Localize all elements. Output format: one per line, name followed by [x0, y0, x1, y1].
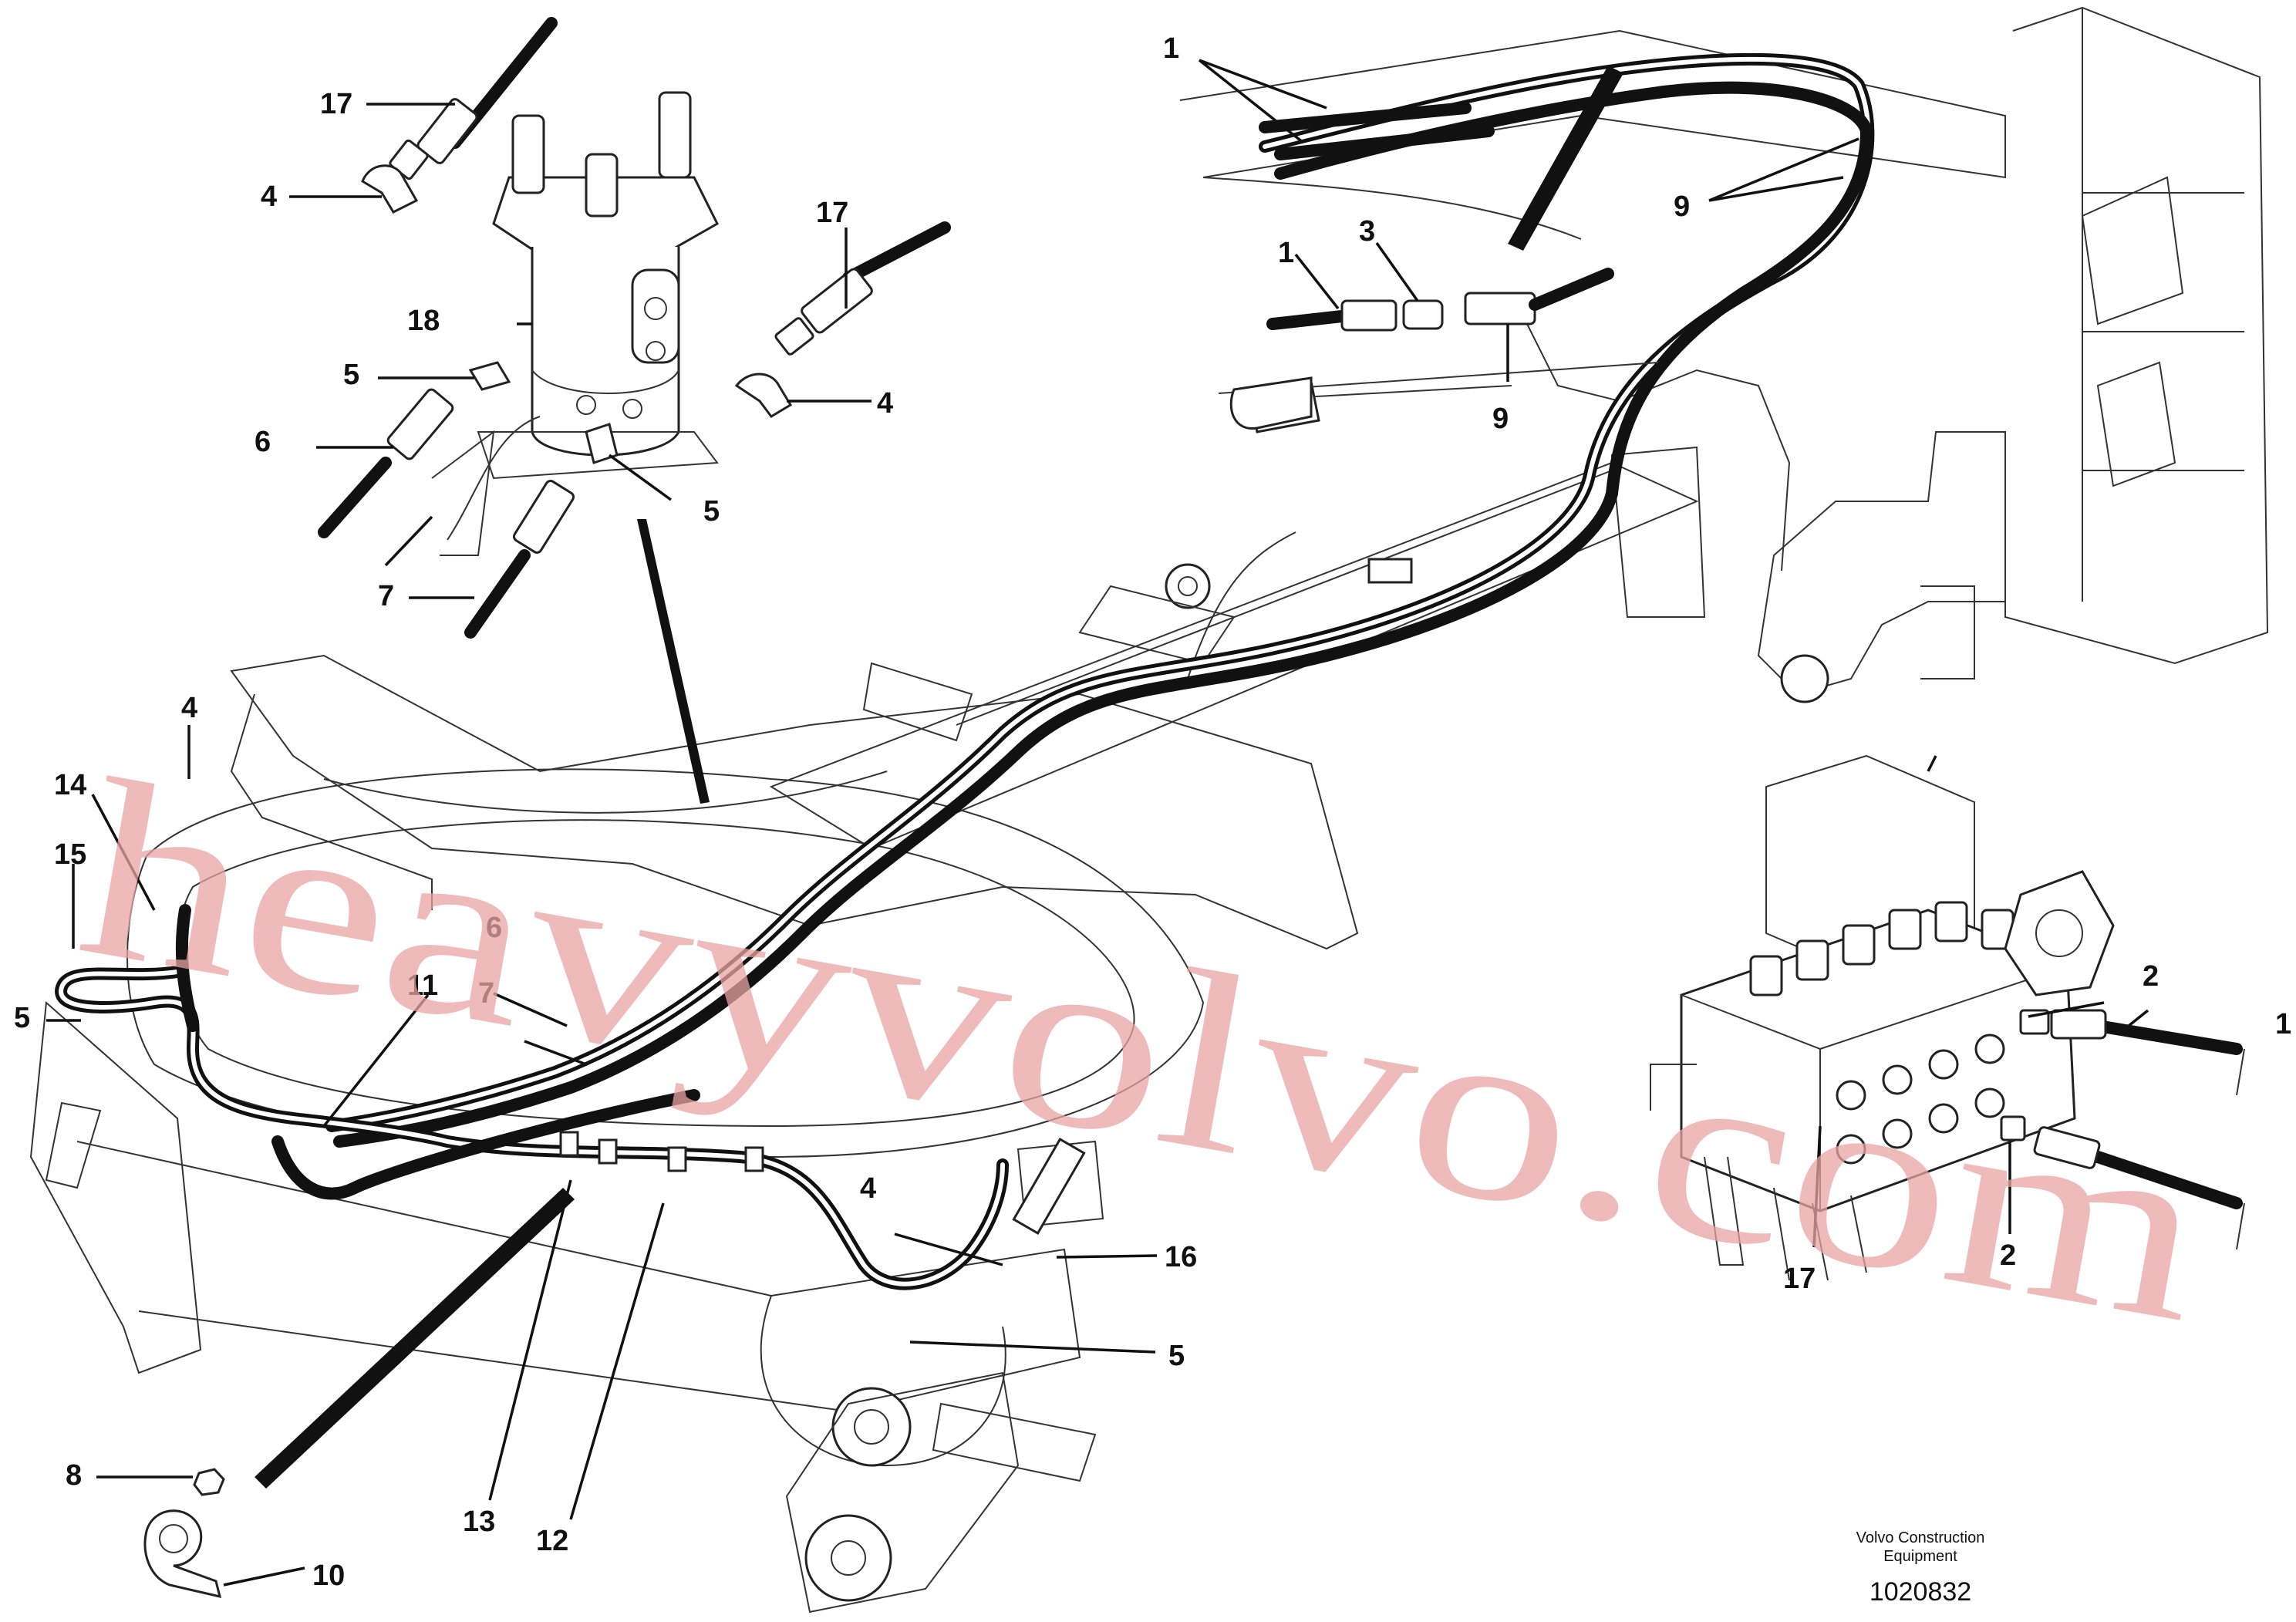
- callout-18: 18: [407, 305, 440, 337]
- loose-small-parts: [143, 1468, 225, 1599]
- callout-15: 15: [54, 838, 86, 871]
- swivel-assembly: [431, 91, 719, 556]
- pointer-wedges: [255, 66, 1623, 1489]
- callout-7-left: 7: [378, 580, 394, 612]
- hose-clamps: [559, 1131, 764, 1172]
- callout-4-swivel: 4: [877, 387, 893, 420]
- valve-spools: [1749, 901, 2014, 1165]
- callout-7-mid: 7: [478, 977, 494, 1010]
- company-name-line2: Equipment: [1883, 1548, 1957, 1565]
- callout-10: 10: [312, 1560, 345, 1592]
- callout-9-a: 9: [1674, 191, 1690, 223]
- company-name-line1: Volvo Construction: [1856, 1529, 1985, 1546]
- callout-17-top-left: 17: [320, 88, 352, 120]
- hydraulic-hoses: [55, 52, 1875, 1290]
- watermark: heavyvolvo.com: [63, 726, 2224, 1375]
- drawing-footer: Volvo Construction Equipment 1020832: [1856, 1529, 1985, 1607]
- callout-16: 16: [1165, 1241, 1197, 1273]
- callout-4-bottom: 4: [860, 1172, 876, 1205]
- callout-2-a: 2: [2143, 960, 2159, 993]
- callout-11: 11: [407, 969, 438, 1002]
- callout-9-b: 9: [1492, 403, 1509, 435]
- callout-3: 3: [1359, 215, 1375, 248]
- control-valve: [1650, 754, 2245, 1281]
- chassis-frame: [29, 654, 1359, 1614]
- callout-1-right: 1: [2275, 1008, 2291, 1040]
- callout-1-top: 1: [1163, 32, 1179, 65]
- callout-5-bottom: 5: [1168, 1340, 1185, 1372]
- callout-4-top-left: 4: [261, 180, 277, 213]
- exploded-fittings-top: [1218, 268, 1659, 430]
- drawing-number: 1020832: [1870, 1577, 1971, 1607]
- leader-lines: [46, 59, 2149, 1587]
- swivel-fittings: [318, 17, 951, 639]
- callout-2-b: 2: [2000, 1239, 2016, 1272]
- callout-17-swivel: 17: [816, 197, 848, 229]
- boom-arm: [769, 446, 1706, 850]
- callout-17-valve: 17: [1783, 1263, 1816, 1295]
- callout-8: 8: [66, 1459, 82, 1492]
- callout-12: 12: [536, 1525, 568, 1557]
- callout-labels: 1 1 1 2 2 3 4 4 4 4 5 5 5 5 6 6 7 7 8 9 …: [14, 32, 2291, 1592]
- callout-14: 14: [54, 769, 86, 801]
- callout-4-left: 4: [181, 692, 197, 724]
- callout-5-swivel-b: 5: [703, 495, 720, 528]
- mounting-tower: [1179, 6, 2269, 703]
- callout-6-mid: 6: [486, 912, 502, 944]
- callout-5-swivel-a: 5: [343, 359, 359, 391]
- callout-6-left: 6: [255, 426, 271, 458]
- callout-1-mid: 1: [1278, 237, 1294, 269]
- callout-5-left: 5: [14, 1002, 30, 1034]
- callout-13: 13: [463, 1506, 495, 1538]
